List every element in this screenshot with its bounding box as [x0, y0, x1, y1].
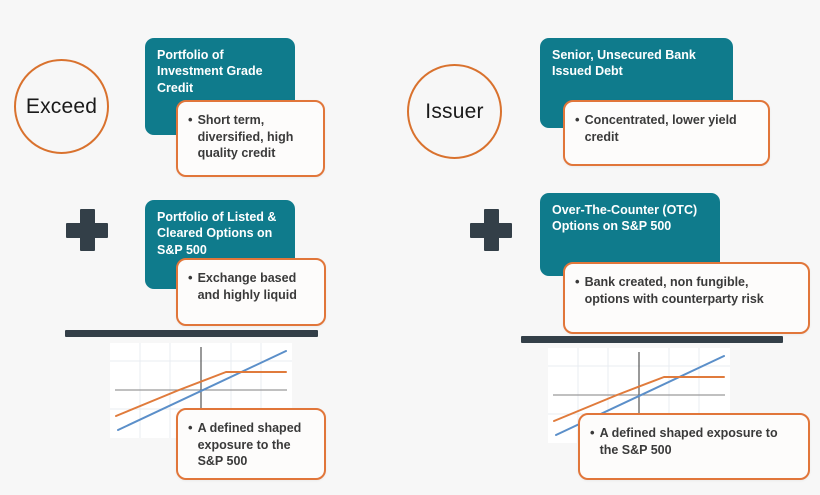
callout-issuer-result: • A defined shaped exposure to the S&P 5…	[578, 413, 810, 480]
bullet-dot-icon: •	[575, 274, 580, 289]
plus-icon-exceed	[66, 209, 108, 251]
callout-text: A defined shaped exposure to the S&P 500	[599, 426, 778, 457]
plus-icon-issuer	[470, 209, 512, 251]
callout-issuer-debt: • Concentrated, lower yield credit	[563, 100, 770, 166]
callout-exceed-result: • A defined shaped exposure to the S&P 5…	[176, 408, 326, 480]
teal-box-label: Portfolio of Listed & Cleared Options on…	[157, 210, 277, 257]
teal-box-label: Portfolio of Investment Grade Credit	[157, 48, 263, 95]
bullet-dot-icon: •	[188, 420, 193, 435]
callout-text: Exchange based and highly liquid	[197, 271, 297, 302]
callout-text: Concentrated, lower yield credit	[584, 113, 737, 144]
teal-box-label: Over-The-Counter (OTC) Options on S&P 50…	[552, 203, 698, 234]
callout-bullet-row: • Concentrated, lower yield credit	[575, 112, 756, 145]
role-label-exceed: Exceed	[25, 95, 98, 118]
equals-divider-issuer	[521, 336, 783, 343]
callout-bullet-row: • A defined shaped exposure to the S&P 5…	[590, 425, 796, 458]
role-label-issuer: Issuer	[425, 100, 484, 123]
equals-divider-exceed	[65, 330, 318, 337]
callout-bullet-row: • A defined shaped exposure to the S&P 5…	[188, 420, 312, 470]
callout-text: Short term, diversified, high quality cr…	[197, 113, 294, 160]
callout-issuer-otc: • Bank created, non fungible, options wi…	[563, 262, 810, 334]
chart-series-linear	[117, 350, 287, 431]
callout-text: Bank created, non fungible, options with…	[584, 275, 764, 306]
chart-series-shaped	[115, 371, 287, 417]
bullet-dot-icon: •	[188, 270, 193, 285]
role-circle-exceed: Exceed	[14, 59, 109, 154]
callout-bullet-row: • Bank created, non fungible, options wi…	[575, 274, 796, 307]
callout-exceed-options: • Exchange based and highly liquid	[176, 258, 326, 326]
callout-exceed-credit: • Short term, diversified, high quality …	[176, 100, 325, 177]
callout-bullet-row: • Short term, diversified, high quality …	[188, 112, 311, 162]
teal-box-label: Senior, Unsecured Bank Issued Debt	[552, 48, 696, 79]
role-circle-issuer: Issuer	[407, 64, 502, 159]
callout-bullet-row: • Exchange based and highly liquid	[188, 270, 312, 303]
callout-text: A defined shaped exposure to the S&P 500	[197, 421, 302, 468]
bullet-dot-icon: •	[575, 112, 580, 127]
bullet-dot-icon: •	[188, 112, 193, 127]
bullet-dot-icon: •	[590, 425, 595, 440]
chart-series-shaped	[553, 376, 725, 422]
